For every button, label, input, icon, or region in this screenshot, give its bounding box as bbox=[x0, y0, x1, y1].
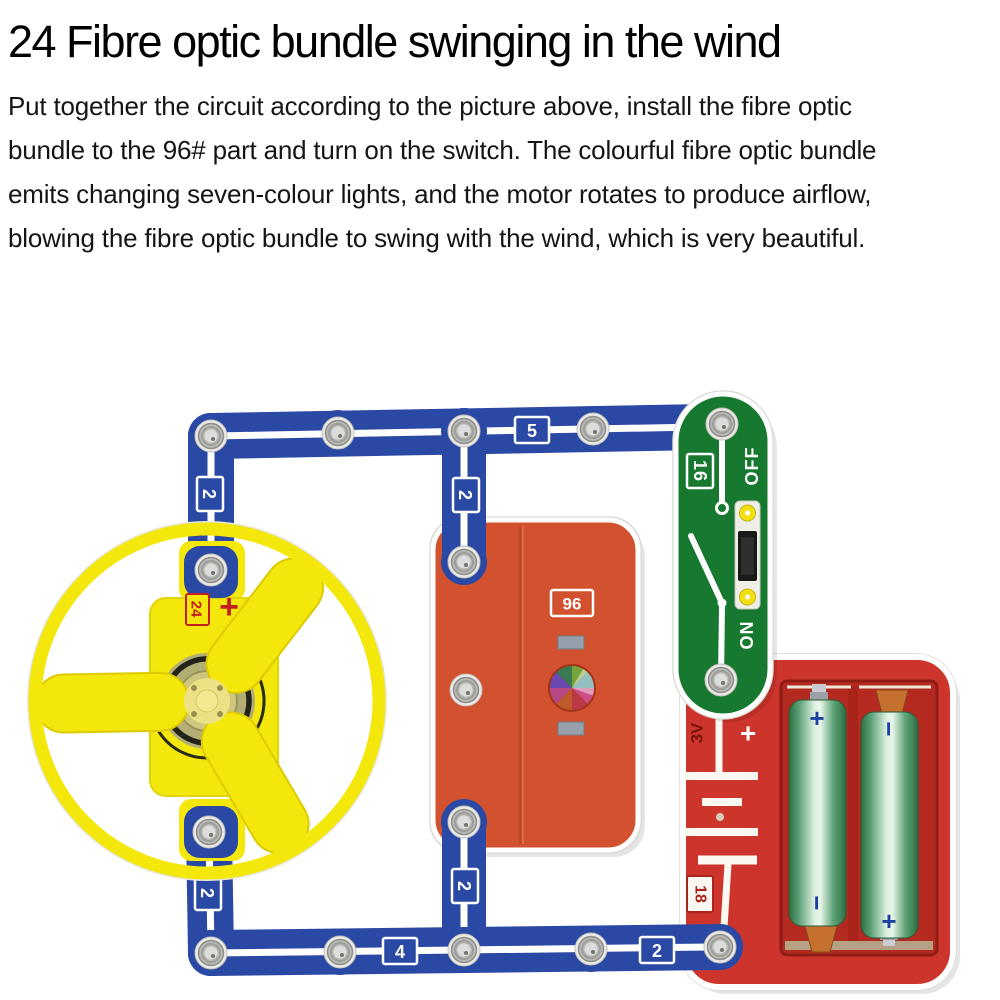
snap-stud bbox=[447, 933, 481, 967]
svg-text:96: 96 bbox=[563, 595, 582, 614]
instruction-line: bundle to the 96# part and turn on the s… bbox=[8, 135, 877, 165]
motor-hub-cap bbox=[184, 678, 230, 724]
battery-voltage-label: 3V bbox=[688, 722, 707, 743]
snap-stud bbox=[194, 419, 228, 453]
battery-cell-left: + − bbox=[788, 699, 847, 927]
fan-blade bbox=[34, 671, 191, 734]
svg-text:24: 24 bbox=[188, 601, 205, 618]
svg-text:2: 2 bbox=[454, 881, 474, 891]
snap-stud bbox=[447, 805, 481, 839]
wire-label-4: 4 bbox=[381, 936, 419, 966]
fibre-socket-slot bbox=[557, 721, 585, 736]
svg-text:4: 4 bbox=[395, 942, 405, 962]
wire-label-2: 2 bbox=[450, 867, 480, 905]
part-id-96: 96 bbox=[549, 588, 595, 618]
battery-contact bbox=[812, 684, 826, 692]
fibre-optic-part: 96 bbox=[429, 516, 645, 857]
svg-text:−: − bbox=[802, 895, 832, 910]
switch-off-label: OFF bbox=[742, 447, 762, 486]
part-id-18: 18 bbox=[686, 875, 714, 913]
instruction-paragraph: Put together the circuit according to th… bbox=[8, 84, 993, 260]
wire-label-5: 5 bbox=[513, 415, 551, 445]
circuit-diagram: 5 2 2 + − bbox=[27, 390, 960, 994]
snap-stud bbox=[576, 412, 610, 446]
snap-stud bbox=[703, 930, 737, 964]
snap-stud bbox=[705, 407, 739, 441]
svg-text:+: + bbox=[809, 703, 824, 733]
instruction-line: emits changing seven-colour lights, and … bbox=[8, 179, 872, 209]
snap-stud bbox=[574, 932, 608, 966]
fan-ring-outline bbox=[27, 521, 387, 881]
wire-label-2: 2 bbox=[451, 476, 481, 514]
motor-fan-part: 24 + bbox=[27, 521, 387, 881]
page-title: 24 Fibre optic bundle swinging in the wi… bbox=[8, 16, 782, 67]
snap-stud bbox=[321, 416, 355, 450]
wire-label-2: 2 bbox=[638, 935, 676, 965]
fan-ring bbox=[28, 522, 386, 880]
svg-text:−: − bbox=[874, 721, 904, 736]
fibre-socket-slot bbox=[557, 635, 585, 650]
battery-spring-clip bbox=[875, 689, 909, 715]
snap-stud bbox=[323, 935, 357, 969]
battery-contact bbox=[810, 692, 828, 702]
svg-text:2: 2 bbox=[455, 490, 475, 500]
motor-polarity-plus: + bbox=[219, 588, 239, 626]
snap-stud bbox=[704, 663, 738, 697]
snap-stud bbox=[192, 815, 226, 849]
switch-slider bbox=[734, 500, 761, 610]
part-id-24: 24 bbox=[185, 593, 210, 626]
svg-text:2: 2 bbox=[652, 941, 662, 961]
snap-stud bbox=[447, 545, 481, 579]
slide-switch-part: 16 OFF ON bbox=[672, 390, 777, 722]
svg-text:16: 16 bbox=[690, 460, 710, 482]
switch-lever-symbol bbox=[688, 533, 725, 606]
part-id-16: 16 bbox=[685, 452, 715, 490]
svg-text:2: 2 bbox=[199, 489, 219, 499]
snap-stud bbox=[447, 414, 481, 448]
battery-cell-right: − + bbox=[860, 711, 919, 939]
wire-label-2: 2 bbox=[193, 874, 223, 912]
svg-text:5: 5 bbox=[527, 421, 537, 441]
svg-text:+: + bbox=[881, 906, 896, 936]
snap-stud bbox=[194, 936, 228, 970]
svg-text:2: 2 bbox=[197, 888, 217, 898]
svg-text:18: 18 bbox=[692, 885, 709, 903]
wire-label-2: 2 bbox=[195, 475, 225, 513]
battery-contact bbox=[883, 940, 895, 946]
snap-stud bbox=[194, 553, 228, 587]
battery-polarity-plus: + bbox=[740, 718, 756, 749]
colour-led-disc bbox=[548, 664, 596, 712]
instruction-line: blowing the fibre optic bundle to swing … bbox=[8, 223, 866, 253]
battery-holder-part: + − − + + 3V 18 bbox=[679, 653, 960, 994]
snap-stud bbox=[449, 673, 483, 707]
instruction-line: Put together the circuit according to th… bbox=[8, 91, 852, 121]
switch-on-label: ON bbox=[737, 621, 757, 650]
